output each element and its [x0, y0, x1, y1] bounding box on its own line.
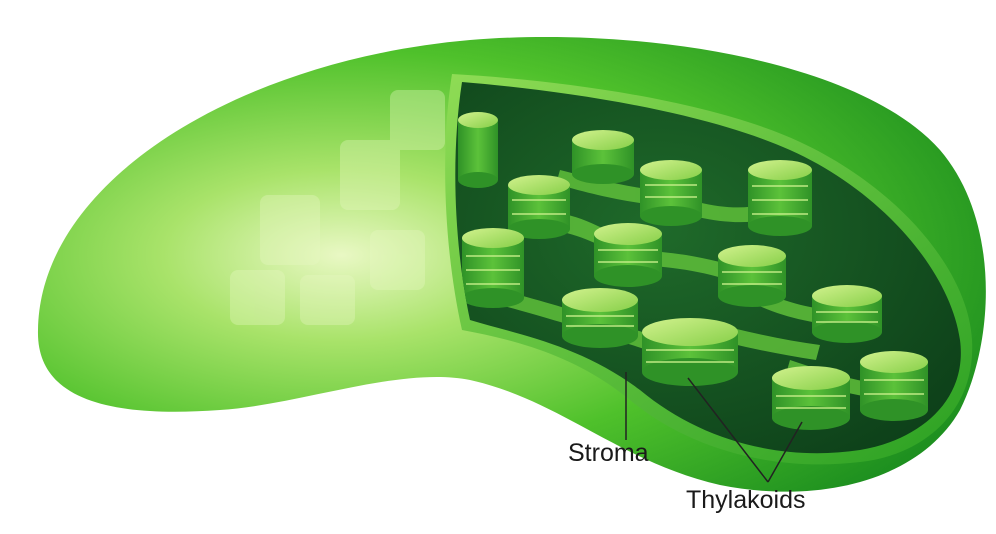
granum — [748, 160, 812, 236]
granum — [458, 112, 498, 188]
stroma-label: Stroma — [568, 441, 649, 466]
granum — [642, 318, 738, 386]
granum — [718, 245, 786, 307]
granum — [640, 160, 702, 226]
granum — [772, 366, 850, 430]
granum — [594, 223, 662, 287]
granum — [860, 351, 928, 421]
granum — [462, 228, 524, 308]
granum — [508, 175, 570, 239]
granum — [812, 285, 882, 343]
granum — [562, 288, 638, 348]
thylakoids-label: Thylakoids — [686, 488, 806, 513]
granum — [572, 130, 634, 184]
